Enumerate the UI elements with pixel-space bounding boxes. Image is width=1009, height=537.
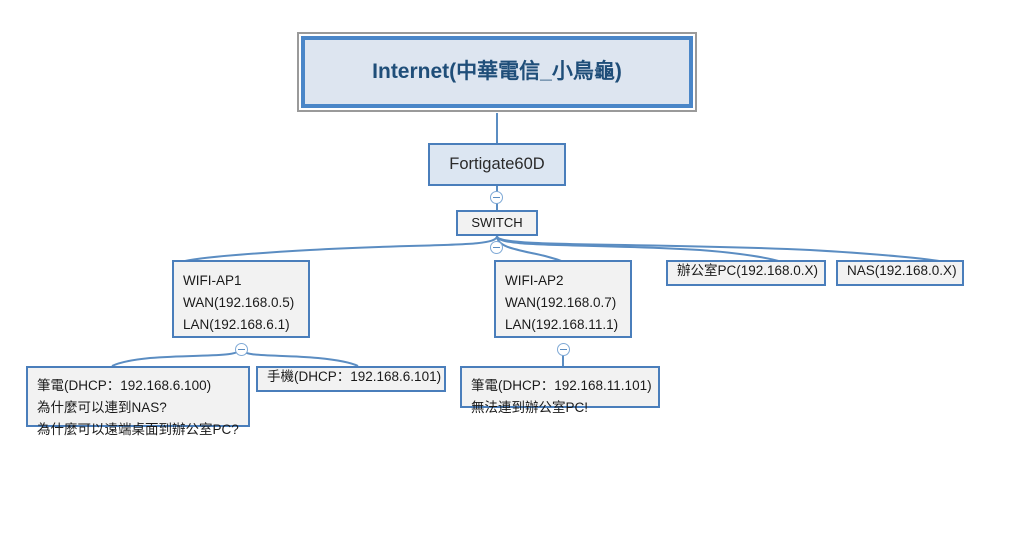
node-wifi-ap1-name: WIFI-AP1	[183, 273, 242, 288]
edge-switch-nas	[496, 235, 946, 263]
node-laptop1-line1: 筆電(DHCP：192.168.6.100)	[37, 378, 212, 393]
edge-ap1-phone1	[240, 347, 359, 367]
node-laptop2-line2: 無法連到辦公室PC!	[471, 399, 589, 415]
node-fortigate60d-label: Fortigate60D	[449, 155, 545, 174]
collapse-toggle-ap2-icon[interactable]	[557, 343, 570, 356]
edge-switch-officepc	[496, 235, 783, 263]
collapse-toggle-firewall-icon[interactable]	[490, 191, 503, 204]
node-wifi-ap1-lan: LAN(192.168.6.1)	[183, 316, 290, 332]
edge-switch-ap1	[180, 235, 498, 263]
node-fortigate60d[interactable]: Fortigate60D	[428, 143, 566, 186]
node-wifi-ap2[interactable]: WIFI-AP2 WAN(192.168.0.7) LAN(192.168.11…	[494, 260, 632, 338]
node-internet-label: Internet(中華電信_小鳥龜)	[372, 60, 622, 84]
node-wifi-ap1[interactable]: WIFI-AP1 WAN(192.168.0.5) LAN(192.168.6.…	[172, 260, 310, 338]
node-laptop1-line2: 為什麼可以連到NAS?	[37, 399, 167, 415]
collapse-toggle-ap1-icon[interactable]	[235, 343, 248, 356]
node-nas[interactable]: NAS(192.168.0.X)	[836, 260, 964, 286]
node-wifi-ap2-lan: LAN(192.168.11.1)	[505, 316, 619, 332]
node-laptop2-line1: 筆電(DHCP：192.168.11.101)	[471, 378, 652, 393]
node-switch[interactable]: SWITCH	[456, 210, 538, 236]
node-internet[interactable]: Internet(中華電信_小鳥龜)	[297, 32, 697, 112]
node-nas-label: NAS(192.168.0.X)	[847, 262, 957, 278]
node-laptop1-line3: 為什麼可以遠端桌面到辦公室PC?	[37, 421, 239, 437]
node-wifi-ap2-wan: WAN(192.168.0.7)	[505, 294, 617, 310]
collapse-toggle-switch-icon[interactable]	[490, 241, 503, 254]
node-wifi-ap1-wan: WAN(192.168.0.5)	[183, 294, 295, 310]
edge-ap1-laptop1	[111, 347, 242, 367]
node-switch-label: SWITCH	[471, 215, 523, 231]
node-wifi-ap2-name: WIFI-AP2	[505, 273, 564, 288]
node-phone1-label: 手機(DHCP：192.168.6.101)	[267, 368, 442, 384]
node-laptop-dhcp-11-101[interactable]: 筆電(DHCP：192.168.11.101) 無法連到辦公室PC!	[460, 366, 660, 415]
node-laptop-dhcp-6-100[interactable]: 筆電(DHCP：192.168.6.100) 為什麼可以連到NAS? 為什麼可以…	[26, 366, 250, 437]
node-office-pc[interactable]: 辦公室PC(192.168.0.X)	[666, 260, 826, 286]
node-phone-dhcp-6-101[interactable]: 手機(DHCP：192.168.6.101)	[256, 366, 446, 392]
node-office-pc-label: 辦公室PC(192.168.0.X)	[677, 262, 819, 278]
edge-switch-ap2	[496, 235, 564, 263]
